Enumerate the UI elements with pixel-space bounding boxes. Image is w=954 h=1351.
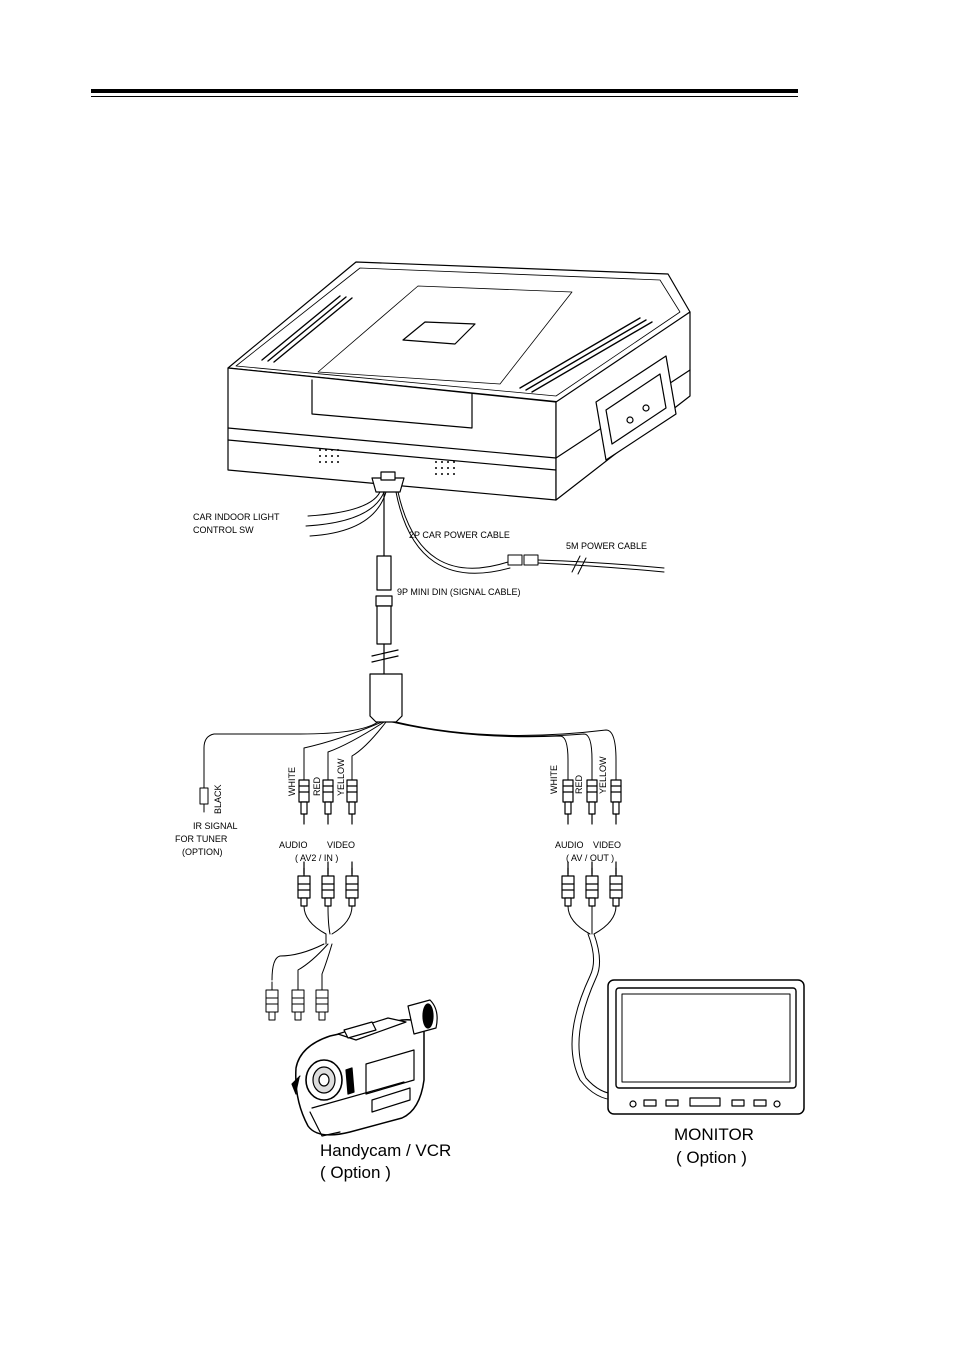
av2-in-connectors: [297, 779, 359, 907]
handycam-caption: Handycam / VCR: [320, 1141, 452, 1160]
monitor-cables: [567, 905, 617, 1101]
avout-video-label: VIDEO: [593, 840, 622, 850]
av2-white-label: WHITE: [287, 767, 297, 796]
car-power-cable-label: 2P CAR POWER CABLE: [409, 530, 510, 540]
monitor-illustration: [607, 979, 805, 1115]
av2-in-label: ( AV2 / IN ): [295, 853, 339, 863]
av2-video-label: VIDEO: [327, 840, 356, 850]
avout-white-label: WHITE: [549, 765, 559, 794]
mini-din-signal-cable: [369, 491, 403, 723]
car-indoor-light-label: CAR INDOOR LIGHT: [193, 512, 280, 522]
header-rule-thin: [91, 96, 798, 97]
av-out-connectors: [561, 779, 623, 907]
dvd-player-unit: [227, 261, 691, 501]
av2-audio-label: AUDIO: [279, 840, 308, 850]
for-tuner-label: FOR TUNER: [175, 834, 228, 844]
handycam-option-caption: ( Option ): [320, 1163, 391, 1182]
handycam-illustration: [291, 999, 438, 1137]
av2-red-label: RED: [312, 776, 322, 796]
option-small-label: (OPTION): [182, 847, 223, 857]
black-label: BLACK: [213, 784, 223, 814]
avout-red-label: RED: [574, 774, 584, 794]
monitor-caption: MONITOR: [674, 1125, 754, 1144]
header-rule-thick: [91, 89, 798, 93]
5m-power-cable-label: 5M POWER CABLE: [566, 541, 648, 551]
monitor-option-caption: ( Option ): [676, 1148, 747, 1167]
power-cables: [305, 491, 665, 575]
avout-audio-label: AUDIO: [555, 840, 584, 850]
av-out-label: ( AV / OUT ): [566, 853, 615, 863]
av2-yellow-label: YELLOW: [336, 758, 346, 796]
avout-yellow-label: YELLOW: [598, 756, 608, 794]
ir-signal-label: IR SIGNAL: [193, 821, 238, 831]
camcorder-cables: [265, 905, 353, 1021]
control-sw-label: CONTROL SW: [193, 525, 254, 535]
mini-din-label: 9P MINI DIN (SIGNAL CABLE): [397, 587, 521, 597]
breakout-cables: [199, 721, 617, 813]
